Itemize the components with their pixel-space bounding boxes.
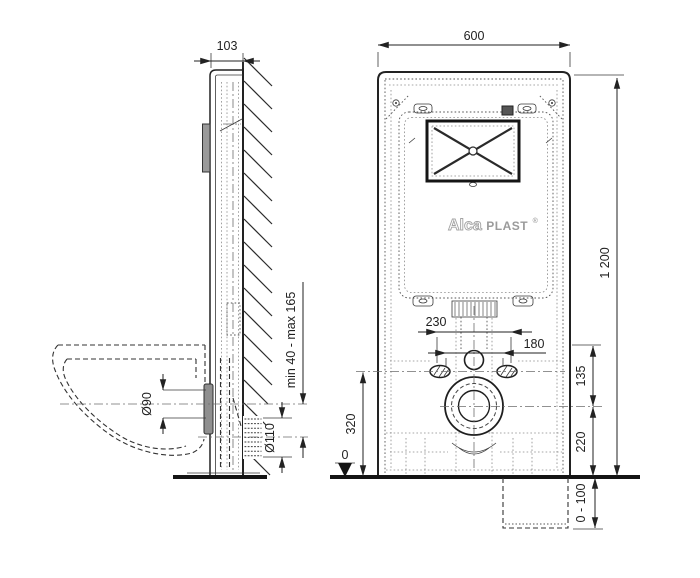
cistern-outline xyxy=(398,103,554,307)
flush-plate-opening xyxy=(425,119,521,187)
frame-outline xyxy=(377,71,571,477)
flush-opening-center-screw xyxy=(468,146,478,156)
wall-hatching xyxy=(243,57,273,476)
dim-depth-103: 103 xyxy=(194,39,260,68)
dim-outlet-height-label: 220 xyxy=(574,432,588,453)
corner-screw-left xyxy=(385,94,410,120)
dim-height-label: 1 200 xyxy=(598,247,612,278)
logo-alca: Alca xyxy=(448,217,482,234)
alcaplast-logo: Alca PLAST ® xyxy=(448,217,539,234)
dim-soil-pipe-diameter-label: Ø110 xyxy=(263,423,277,453)
dim-outlet-height-220: 220 xyxy=(574,406,597,477)
dim-height-1200: 1 200 xyxy=(574,74,624,477)
dim-fixing-height-320: 320 xyxy=(344,372,367,477)
dim-bolt-spacing-230: 230 xyxy=(418,315,532,363)
logo-registered-mark: ® xyxy=(533,217,539,225)
dim-width-label: 600 xyxy=(464,29,485,43)
frame-profile-side xyxy=(209,69,244,478)
dim-inlet-offset-label: 135 xyxy=(574,366,588,387)
dim-leg-adjustment: 0 - 100 xyxy=(573,477,603,530)
side-view: 103 Ø90 Ø110 min 40 - max 165 xyxy=(52,39,308,479)
soil-pipe-corrugated xyxy=(243,416,263,459)
toilet-bowl-outline xyxy=(52,344,206,456)
front-view: Alca PLAST ® xyxy=(330,29,640,530)
flush-plate-side xyxy=(202,123,211,173)
dim-bolt-spacing-narrow-label: 180 xyxy=(524,337,545,351)
dim-fixing-height-label: 320 xyxy=(344,414,358,435)
floor-datum-marker: 0 xyxy=(335,448,355,477)
dim-outlet-diameter: Ø90 xyxy=(140,374,206,434)
filler-valve-stub xyxy=(501,105,514,116)
dim-outlet-offset-range-label: min 40 - max 165 xyxy=(284,292,298,389)
dim-bolt-spacing-180: 180 xyxy=(428,337,546,366)
dim-inlet-offset-135: 135 xyxy=(574,345,597,407)
outlet-pipe-stub xyxy=(203,383,214,435)
frame-inner-border xyxy=(384,78,564,476)
dim-width-600: 600 xyxy=(377,29,571,67)
dim-outlet-offset-range: min 40 - max 165 xyxy=(284,282,307,458)
dim-depth-label: 103 xyxy=(217,39,238,53)
leg-extension-zone xyxy=(502,478,569,529)
dim-leg-adjustment-label: 0 - 100 xyxy=(574,483,588,522)
corner-screw-right xyxy=(538,94,563,120)
logo-plast: PLAST xyxy=(486,219,528,233)
floor-datum-label: 0 xyxy=(342,448,349,462)
dim-outlet-diameter-label: Ø90 xyxy=(140,392,154,416)
dim-soil-pipe-diameter: Ø110 xyxy=(263,402,292,473)
dim-bolt-spacing-wide-label: 230 xyxy=(426,315,447,329)
